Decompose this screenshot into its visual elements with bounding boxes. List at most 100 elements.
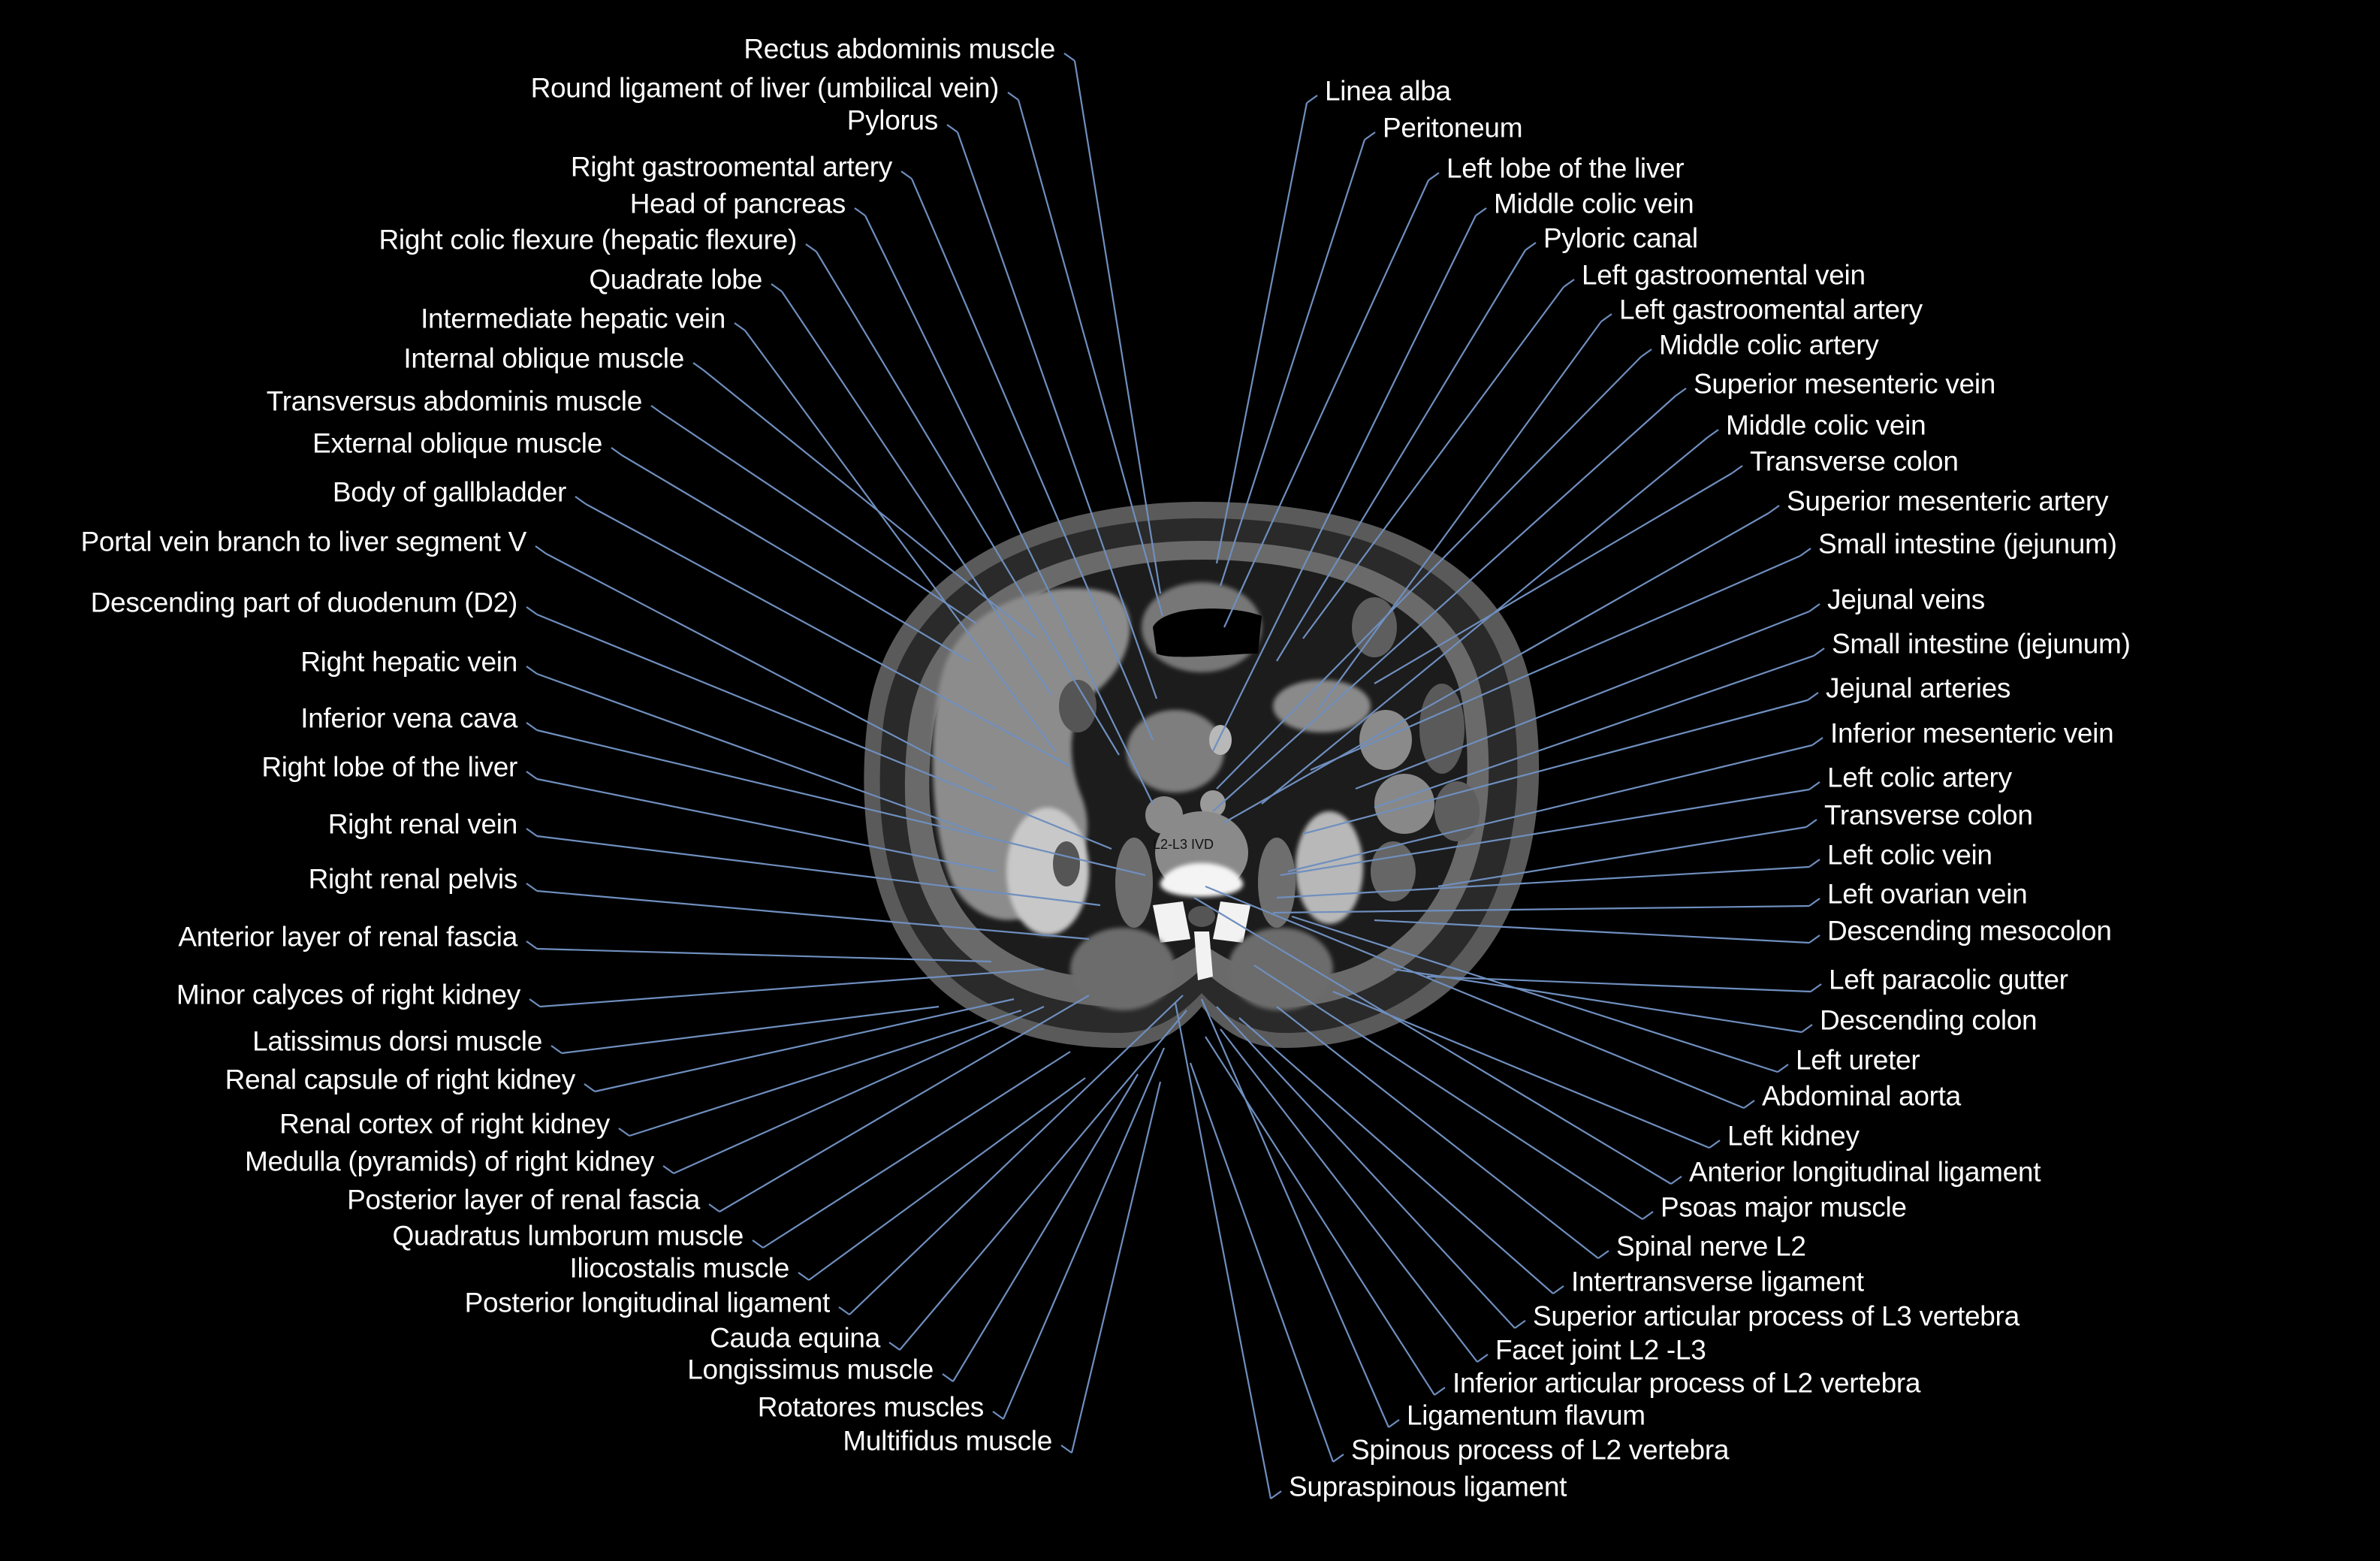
leader-line [1189, 1062, 1335, 1463]
leader-line [1200, 998, 1390, 1428]
leader-line [561, 1005, 940, 1055]
leader-line [1437, 826, 1807, 888]
label-facet-joint-l2-l3: Facet joint L2 -L3 [1495, 1334, 1706, 1366]
label-left-colic-artery: Left colic artery [1827, 762, 2012, 793]
leader-line [539, 968, 1045, 1008]
leader-line [535, 545, 547, 554]
label-portal-vein-branch-to-liver-segment-v: Portal vein branch to liver segment V [80, 526, 526, 557]
leader-line [1073, 60, 1162, 594]
label-posterior-longitudinal-ligament: Posterior longitudinal ligament [464, 1287, 831, 1318]
leader-line [708, 1203, 720, 1212]
leader-line [526, 941, 538, 950]
leader-line [1216, 356, 1642, 790]
label-right-lobe-of-the-liver: Right lobe of the liver [261, 751, 517, 783]
leader-line [1670, 1176, 1682, 1185]
label-renal-cortex-of-right-kidney: Renal cortex of right kidney [279, 1108, 610, 1140]
label-quadratus-lumborum-muscle: Quadratus lumborum muscle [392, 1220, 744, 1252]
leader-line [1475, 207, 1487, 216]
leader-line [1428, 172, 1440, 181]
leader-line [781, 291, 1052, 696]
label-spinous-process-of-l2-vertebra: Spinous process of L2 vertebra [1351, 1434, 1730, 1466]
label-internal-oblique-muscle: Internal oblique muscle [403, 343, 684, 374]
label-quadrate-lobe: Quadrate lobe [589, 264, 762, 295]
label-pylorus: Pylorus [846, 104, 939, 136]
leader-line [1709, 1140, 1721, 1149]
leader-line [584, 1083, 596, 1092]
leader-line [798, 1272, 810, 1281]
label-middle-colic-vein: Middle colic vein [1494, 188, 1694, 219]
leader-line [1287, 744, 1813, 873]
leader-line [585, 503, 1071, 767]
leader-line [771, 283, 783, 292]
leader-line [1280, 788, 1810, 877]
label-left-kidney: Left kidney [1727, 1120, 1860, 1152]
label-ligamentum-flavum: Ligamentum flavum [1407, 1399, 1645, 1431]
label-left-gastroomental-artery: Left gastroomental artery [1619, 294, 1923, 325]
leader-line [529, 998, 541, 1007]
leader-line [1597, 1250, 1609, 1259]
leader-line [1302, 699, 1808, 835]
leader-line [1205, 885, 1745, 1110]
leader-line [673, 1005, 1045, 1175]
leader-line [952, 1073, 1139, 1382]
leader-line [1060, 1445, 1072, 1454]
leader-line [661, 412, 977, 624]
leader-line [864, 215, 1154, 805]
label-jejunal-arteries: Jejunal arteries [1826, 672, 2011, 704]
label-pyloric-canal: Pyloric canal [1543, 222, 1698, 254]
leader-line [946, 124, 958, 133]
label-descending-mesocolon: Descending mesocolon [1827, 915, 2112, 947]
leader-line [1332, 1454, 1344, 1463]
leader-line [1801, 1024, 1813, 1033]
leader-line [1310, 554, 1801, 771]
leader-line [1374, 919, 1810, 944]
leader-line [526, 883, 538, 892]
label-peritoneum: Peritoneum [1383, 112, 1523, 143]
label-anterior-layer-of-renal-fascia: Anterior layer of renal fascia [178, 921, 517, 953]
leader-line [816, 251, 1120, 756]
label-transversus-abdominis-muscle: Transversus abdominis muscle [266, 385, 643, 417]
label-spinal-nerve-l2: Spinal nerve L2 [1616, 1230, 1806, 1262]
label-jejunal-veins: Jejunal veins [1827, 584, 1986, 615]
leader-line [545, 553, 996, 790]
label-superior-mesenteric-vein: Superior mesenteric vein [1694, 368, 1996, 400]
label-descending-part-of-duodenum-d2: Descending part of duodenum (D2) [90, 587, 518, 618]
leader-line [1238, 1017, 1554, 1294]
leader-line [1808, 603, 1820, 612]
vertebral-level-label: L2-L3 IVD [1153, 837, 1214, 852]
leader-line [1434, 1387, 1446, 1396]
leader-line [1007, 92, 1019, 101]
leader-line [1768, 505, 1780, 514]
leader-line [1355, 610, 1810, 790]
label-descending-colon: Descending colon [1820, 1004, 2038, 1036]
label-left-gastroomental-vein: Left gastroomental vein [1582, 259, 1866, 291]
label-medulla-pyramids-of-right-kidney: Medulla (pyramids) of right kidney [244, 1146, 654, 1177]
label-inferior-vena-cava: Inferior vena cava [300, 702, 517, 734]
leader-line [536, 729, 1146, 877]
leader-line [1777, 1064, 1789, 1073]
leader-line [618, 1128, 630, 1137]
leader-line [849, 995, 1184, 1315]
leader-line [1808, 781, 1820, 790]
label-intertransverse-ligament: Intertransverse ligament [1571, 1266, 1864, 1297]
label-left-ovarian-vein: Left ovarian vein [1827, 878, 2028, 910]
label-minor-calyces-of-right-kidney: Minor calyces of right kidney [176, 979, 520, 1010]
leader-line [1707, 429, 1719, 438]
leader-line [629, 1009, 1022, 1137]
leader-line [536, 835, 1101, 907]
leader-line [594, 998, 1015, 1093]
leader-line [526, 666, 538, 675]
leader-line [650, 405, 662, 414]
leader-line [1731, 465, 1743, 474]
leader-line [1808, 859, 1820, 868]
leader-line [900, 171, 912, 180]
leader-line [1220, 1028, 1478, 1363]
label-iliocostalis-muscle: Iliocostalis muscle [569, 1252, 790, 1284]
label-superior-mesenteric-artery: Superior mesenteric artery [1787, 485, 2109, 517]
leader-line [575, 496, 587, 505]
leader-line [1272, 904, 1810, 914]
leader-line [956, 131, 1158, 699]
leader-line [551, 1045, 563, 1054]
leader-line [1253, 965, 1643, 1220]
